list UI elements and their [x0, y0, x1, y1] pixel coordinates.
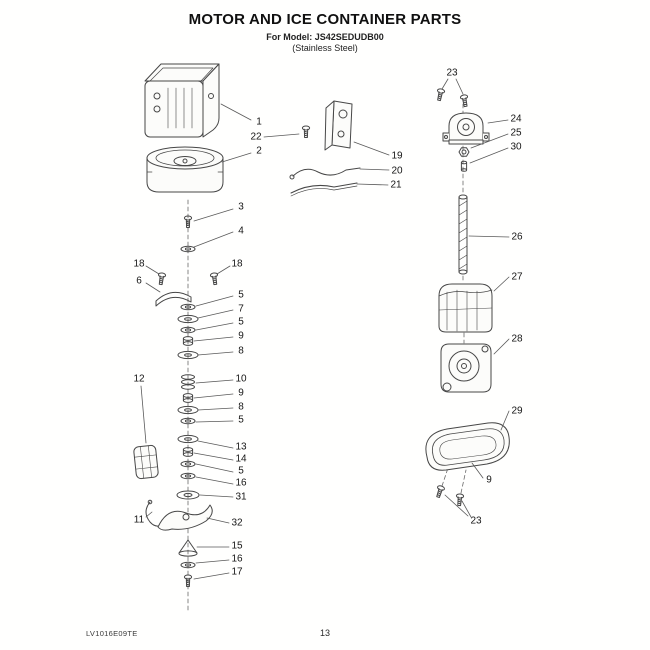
part-24-mounting-bracket: [442, 112, 490, 145]
part-callout-15: 15: [231, 540, 243, 552]
part-32-auger-blade: [157, 504, 213, 531]
part-callout-5: 5: [238, 414, 244, 426]
assembly-centerlines: [187, 103, 467, 613]
part-2-motor-housing: [146, 146, 224, 193]
part-28-auger-motor: [440, 343, 492, 393]
part-27-motor-cover: [438, 283, 493, 333]
part-12-bearing-block: [133, 444, 159, 480]
part-20-wire-arm: [289, 167, 361, 180]
part-22-screw: [301, 125, 311, 138]
part-25-nut: [458, 147, 470, 157]
part-callout-28: 28: [511, 333, 523, 345]
part-29-drip-tray: [425, 422, 510, 471]
part-callout-27: 27: [511, 271, 523, 283]
part-callout-18: 18: [231, 258, 243, 270]
part-1-ice-container: [144, 63, 220, 138]
diagram-header: MOTOR AND ICE CONTAINER PARTS For Model:…: [0, 11, 650, 54]
page-number: 13: [319, 628, 330, 638]
part-callout-5: 5: [238, 465, 244, 477]
part-callout-29: 29: [511, 405, 523, 417]
callout-leader-lines: [140, 78, 510, 580]
part-21-rod: [290, 182, 358, 197]
document-code: LV1016E09TE: [86, 629, 138, 638]
part-callout-4: 4: [238, 225, 244, 237]
part-callout-6: 6: [136, 275, 142, 287]
part-callout-12: 12: [133, 373, 145, 385]
part-callout-9: 9: [238, 387, 244, 399]
part-callout-32: 32: [231, 517, 243, 529]
part-callout-1: 1: [256, 116, 262, 128]
part-callout-2: 2: [256, 145, 262, 157]
part-callout-16: 16: [235, 477, 247, 489]
part-callout-5: 5: [238, 316, 244, 328]
part-callout-23: 23: [446, 67, 458, 79]
part-19-bracket: [324, 100, 353, 151]
part-callout-26: 26: [511, 231, 523, 243]
part-callout-9: 9: [486, 474, 492, 486]
part-callout-24: 24: [510, 113, 522, 125]
material-line: (Stainless Steel): [292, 43, 358, 53]
part-callout-8: 8: [238, 401, 244, 413]
part-callout-8: 8: [238, 345, 244, 357]
part-callout-25: 25: [510, 127, 522, 139]
part-callout-23: 23: [470, 515, 482, 527]
part-callout-30: 30: [510, 141, 522, 153]
part-callout-13: 13: [235, 441, 247, 453]
part-callout-16: 16: [231, 553, 243, 565]
part-30-pin: [460, 160, 468, 172]
part-23-screws-bottom: [434, 484, 465, 507]
drive-stack-parts: [155, 215, 220, 587]
part-callout-17: 17: [231, 566, 243, 578]
part-callout-10: 10: [235, 373, 247, 385]
model-line: For Model: JS42SEDUDB00: [266, 31, 384, 42]
part-callout-14: 14: [235, 453, 247, 465]
part-callout-21: 21: [390, 179, 402, 191]
part-callout-9: 9: [238, 330, 244, 342]
part-callout-31: 31: [235, 491, 247, 503]
part-callout-11: 11: [133, 514, 145, 526]
part-26-drive-shaft: [458, 194, 468, 275]
part-callout-22: 22: [250, 131, 262, 143]
part-callout-5: 5: [238, 289, 244, 301]
page-title: MOTOR AND ICE CONTAINER PARTS: [188, 11, 462, 28]
part-callout-7: 7: [238, 303, 244, 315]
part-callout-19: 19: [391, 150, 403, 162]
part-callout-20: 20: [391, 165, 403, 177]
part-callout-18: 18: [133, 258, 145, 270]
part-callout-3: 3: [238, 201, 244, 213]
part-23-screws-top: [435, 87, 470, 108]
